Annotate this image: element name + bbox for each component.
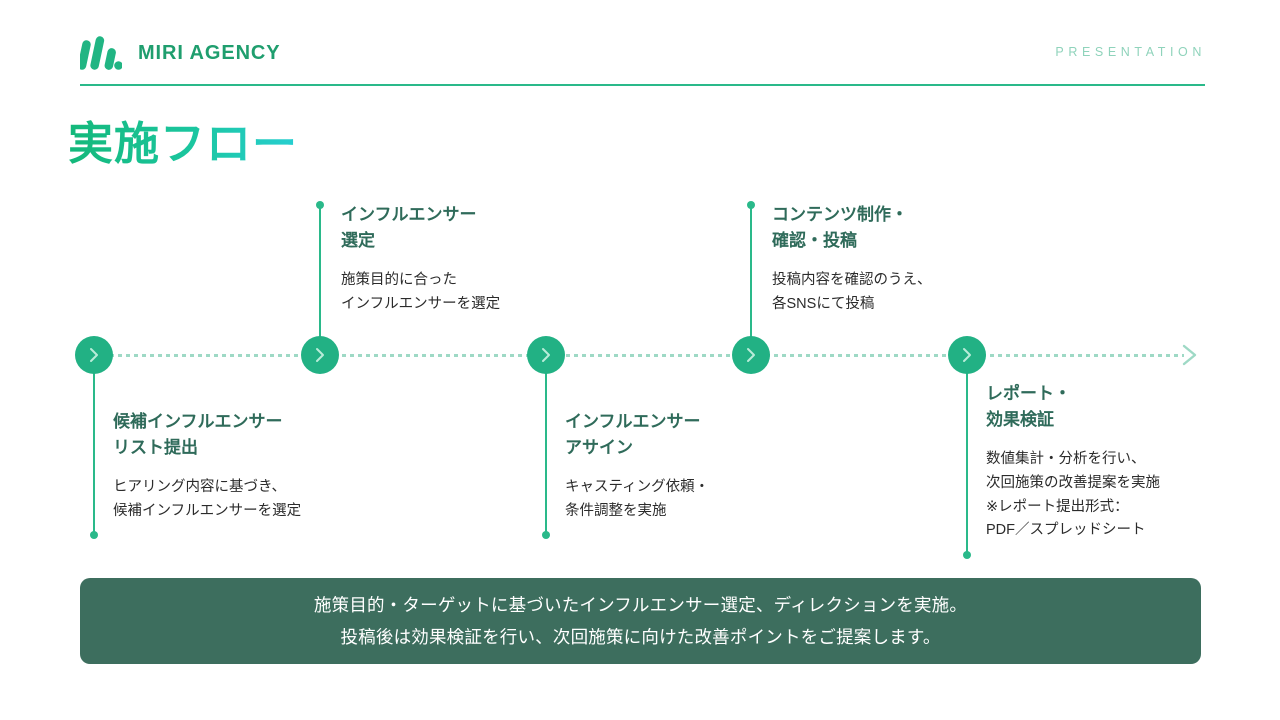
- step-heading: インフルエンサー 選定: [341, 205, 477, 251]
- timeline-node-2[interactable]: [301, 336, 339, 374]
- brand-name: MIRI AGENCY: [138, 41, 281, 64]
- stem-1: [93, 373, 95, 535]
- header-divider: [80, 84, 1205, 86]
- chevron-right-icon: [542, 348, 550, 362]
- header-tagline: PRESENTATION: [1055, 45, 1206, 59]
- stem-2: [319, 207, 321, 339]
- timeline-axis-line: [94, 354, 1184, 357]
- step-body: ヒアリング内容に基づき、 候補インフルエンサーを選定: [113, 478, 302, 519]
- step-block-3: インフルエンサー アサイン キャスティング依頼・ 条件調整を実施: [565, 409, 815, 524]
- stem-dot-2: [316, 201, 324, 209]
- step-body: 数値集計・分析を行い、 次回施策の改善提案を実施 ※レポート提出形式： PDF／…: [986, 450, 1160, 539]
- summary-line-2: 投稿後は効果検証を行い、次回施策に向けた改善ポイントをご提案します。: [340, 627, 941, 647]
- timeline-node-3[interactable]: [527, 336, 565, 374]
- step-body: 投稿内容を確認のうえ、 各SNSにて投稿: [772, 271, 932, 312]
- chevron-right-icon: [90, 348, 98, 362]
- step-heading: コンテンツ制作・ 確認・投稿: [772, 205, 908, 251]
- slide-header: MIRI AGENCY PRESENTATION: [0, 0, 1280, 90]
- stem-5: [966, 373, 968, 555]
- stem-3: [545, 373, 547, 535]
- step-block-1: 候補インフルエンサー リスト提出 ヒアリング内容に基づき、 候補インフルエンサー…: [113, 409, 373, 524]
- stem-dot-5: [963, 551, 971, 559]
- step-block-2: インフルエンサー 選定 施策目的に合った インフルエンサーを選定: [341, 202, 591, 317]
- chevron-right-icon: [316, 348, 324, 362]
- timeline-node-5[interactable]: [948, 336, 986, 374]
- stem-dot-1: [90, 531, 98, 539]
- timeline-end-chevron-right-icon: [1182, 344, 1197, 366]
- step-heading: 候補インフルエンサー リスト提出: [113, 412, 283, 458]
- chevron-right-icon: [963, 348, 971, 362]
- brand-logo: MIRI AGENCY: [80, 36, 281, 70]
- timeline-node-4[interactable]: [732, 336, 770, 374]
- stem-4: [750, 207, 752, 339]
- stem-dot-4: [747, 201, 755, 209]
- miri-m-logo-icon: [80, 36, 122, 70]
- step-body: 施策目的に合った インフルエンサーを選定: [341, 271, 501, 312]
- step-body: キャスティング依頼・ 条件調整を実施: [565, 478, 710, 519]
- step-heading: インフルエンサー アサイン: [565, 412, 701, 458]
- summary-line-1: 施策目的・ターゲットに基づいたインフルエンサー選定、ディレクションを実施。: [313, 594, 968, 615]
- step-block-4: コンテンツ制作・ 確認・投稿 投稿内容を確認のうえ、 各SNSにて投稿: [772, 202, 1022, 317]
- summary-banner: 施策目的・ターゲットに基づいたインフルエンサー選定、ディレクションを実施。 投稿…: [80, 578, 1201, 664]
- timeline-node-1[interactable]: [75, 336, 113, 374]
- stem-dot-3: [542, 531, 550, 539]
- step-heading: レポート・ 効果検証: [986, 384, 1071, 430]
- page-title: 実施フロー: [68, 118, 299, 169]
- step-block-5: レポート・ 効果検証 数値集計・分析を行い、 次回施策の改善提案を実施 ※レポー…: [986, 381, 1226, 543]
- chevron-right-icon: [747, 348, 755, 362]
